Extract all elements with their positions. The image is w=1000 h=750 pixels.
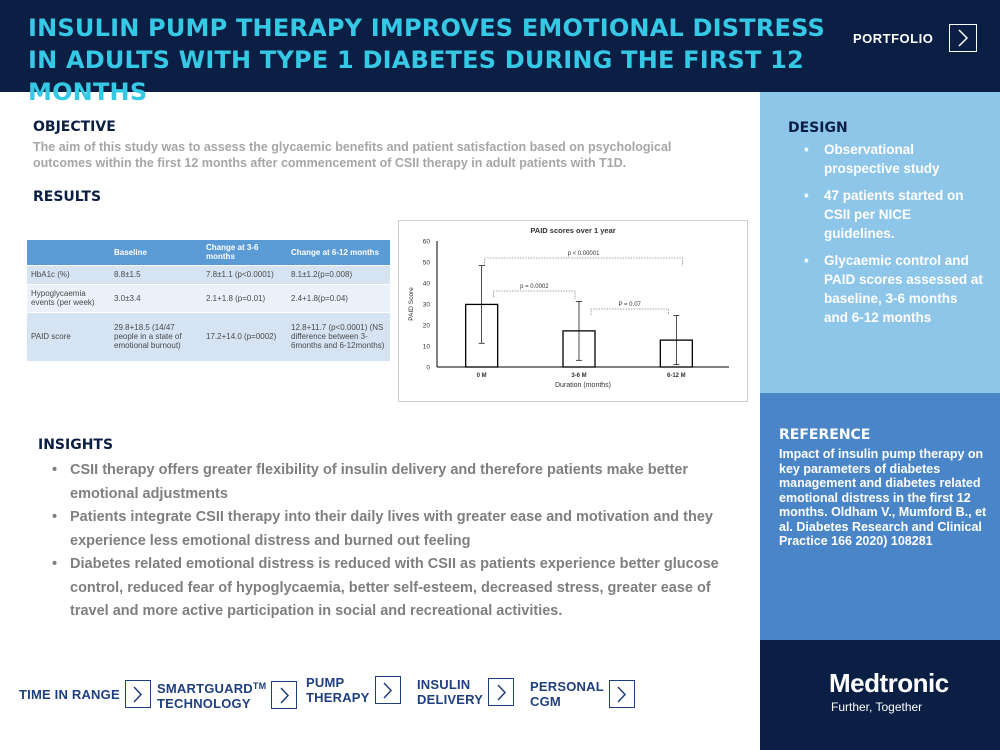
- list-item: Diabetes related emotional distress is r…: [52, 553, 742, 624]
- chart-title: PAID scores over 1 year: [530, 226, 615, 235]
- table-header-cell: Change at 6-12 months: [287, 240, 390, 265]
- nav-label-line1: PERSONAL: [530, 679, 604, 694]
- chevron-right-icon: [949, 24, 978, 52]
- y-tick-label: 60: [423, 239, 431, 246]
- insights-heading: INSIGHTS: [38, 437, 114, 453]
- nav-time-in-range[interactable]: TIME IN RANGE: [19, 680, 151, 708]
- nav-label-line1: PUMP: [306, 675, 345, 690]
- trademark-mark: TM: [252, 681, 267, 691]
- table-header-cell: Baseline: [110, 240, 202, 265]
- design-heading: DESIGN: [788, 120, 848, 136]
- y-tick-label: 10: [423, 344, 431, 351]
- bar-3-6-m: [562, 330, 596, 368]
- portfolio-button[interactable]: PORTFOLIO: [853, 24, 978, 52]
- nav-personal-cgm[interactable]: PERSONAL CGM: [530, 679, 635, 709]
- chevron-right-icon: [124, 680, 151, 708]
- x-tick-label: 0 M: [477, 373, 487, 379]
- nav-label: TIME IN RANGE: [19, 686, 120, 702]
- nav-label-line2: THERAPY: [306, 690, 370, 705]
- nav-label-line2: DELIVERY: [417, 692, 484, 707]
- results-table: Baseline Change at 3-6 months Change at …: [27, 240, 390, 361]
- annotation-3-12m-label: P = 0.07: [618, 302, 641, 308]
- table-header-row: Baseline Change at 3-6 months Change at …: [27, 240, 390, 265]
- medtronic-logo: Medtronic: [829, 668, 949, 698]
- objective-text: The aim of this study was to assess the …: [33, 140, 672, 170]
- brand-panel: Medtronic Further, Together: [760, 640, 1000, 750]
- annotation-overall-label: p < 0.00001: [568, 251, 601, 257]
- design-panel: DESIGN Observational prospective study 4…: [760, 92, 1000, 393]
- list-item: Patients integrate CSII therapy into the…: [52, 506, 742, 553]
- insights-list: CSII therapy offers greater flexibility …: [52, 459, 742, 624]
- paid-chart-svg: PAID scores over 1 year 0 10 20 30 40 50 60PAID…: [408, 226, 729, 389]
- nav-label-line2: CGM: [530, 694, 561, 709]
- table-row: Hypoglycaemia events (per week) 3.0±3.4 …: [27, 283, 390, 312]
- list-item: 47 patients started on CSII per NICE gui…: [804, 186, 984, 243]
- reference-heading: REFERENCE: [779, 427, 871, 443]
- chevron-right-icon: [608, 680, 635, 708]
- table-cell: 2.4+1.8(p=0.04): [287, 283, 390, 312]
- list-item: Observational prospective study: [804, 140, 984, 178]
- table-cell: 7.8±1.1 (p<0.0001): [202, 264, 287, 284]
- nav-label: INSULIN DELIVERY: [417, 677, 483, 707]
- list-item: CSII therapy offers greater flexibility …: [52, 459, 742, 506]
- table-cell: 8.1±1.2(p=0.008): [287, 264, 390, 284]
- table-cell: 12.8+11.7 (p<0.0001) (NS difference betw…: [287, 311, 390, 361]
- x-tick-label: 6-12 M: [667, 373, 686, 379]
- table-cell: 2.1+1.8 (p=0.01): [202, 283, 287, 312]
- annotation-0-3m-label: p = 0.0002: [520, 284, 549, 290]
- brand-tagline: Further, Together: [831, 700, 923, 714]
- table-cell: 3.0±3.4: [110, 283, 202, 312]
- page-title: INSULIN PUMP THERAPY IMPROVES EMOTIONAL …: [28, 14, 826, 106]
- annotation-0-3m-bracket: [493, 290, 576, 299]
- annotation-3-12m-bracket: [590, 308, 669, 315]
- nav-label-line2: TECHNOLOGY: [157, 696, 251, 711]
- list-item: Glycaemic control and PAID scores assess…: [804, 251, 984, 327]
- nav-pump-therapy[interactable]: PUMP THERAPY: [306, 675, 401, 705]
- nav-label: PERSONAL CGM: [530, 679, 604, 709]
- table-row: PAID score 29.8+18.5 (14/47 people in a …: [27, 311, 390, 361]
- y-tick-label: 40: [423, 281, 431, 288]
- nav-smartguard-technology[interactable]: SMARTGUARDTM TECHNOLOGY: [157, 679, 298, 711]
- chevron-right-icon: [488, 678, 515, 706]
- annotation-overall-bracket: [484, 257, 683, 266]
- y-tick-label: 50: [423, 260, 431, 267]
- x-tick-label: 3-6 M: [571, 373, 586, 379]
- table-cell: PAID score: [27, 311, 110, 361]
- nav-insulin-delivery[interactable]: INSULIN DELIVERY: [417, 677, 515, 707]
- table-cell: Hypoglycaemia events (per week): [27, 283, 110, 312]
- nav-label: SMARTGUARDTM TECHNOLOGY: [157, 679, 266, 711]
- table-header-cell: [27, 240, 110, 265]
- objective-heading: OBJECTIVE: [33, 119, 116, 135]
- nav-label-line1: INSULIN: [417, 677, 471, 692]
- table-cell: 17.2+14.0 (p=0002): [202, 311, 287, 361]
- y-tick-label: 0: [426, 365, 430, 372]
- nav-label: PUMP THERAPY: [306, 675, 370, 705]
- table-cell: 29.8+18.5 (14/47 people in a state of em…: [110, 311, 202, 361]
- design-list: Observational prospective study 47 patie…: [804, 140, 984, 335]
- x-axis-label: Duration (months): [555, 382, 611, 389]
- table-header-cell: Change at 3-6 months: [202, 240, 287, 265]
- nav-label-line1: SMARTGUARD: [157, 681, 253, 696]
- table-cell: HbA1c (%): [27, 264, 110, 284]
- portfolio-label: PORTFOLIO: [853, 30, 934, 46]
- reference-text: Impact of insulin pump therapy on key pa…: [779, 447, 987, 548]
- y-tick-label: 20: [423, 323, 431, 330]
- table-row: HbA1c (%) 8.8±1.5 7.8±1.1 (p<0.0001) 8.1…: [27, 264, 390, 284]
- chevron-right-icon: [271, 681, 298, 709]
- chevron-right-icon: [374, 676, 401, 704]
- y-axis-label: PAID Score: [408, 287, 415, 321]
- results-heading: RESULTS: [33, 189, 102, 205]
- y-tick-label: 30: [423, 302, 431, 309]
- reference-panel: REFERENCE Impact of insulin pump therapy…: [760, 393, 1000, 640]
- table-cell: 8.8±1.5: [110, 264, 202, 284]
- header-bar: INSULIN PUMP THERAPY IMPROVES EMOTIONAL …: [0, 0, 1000, 106]
